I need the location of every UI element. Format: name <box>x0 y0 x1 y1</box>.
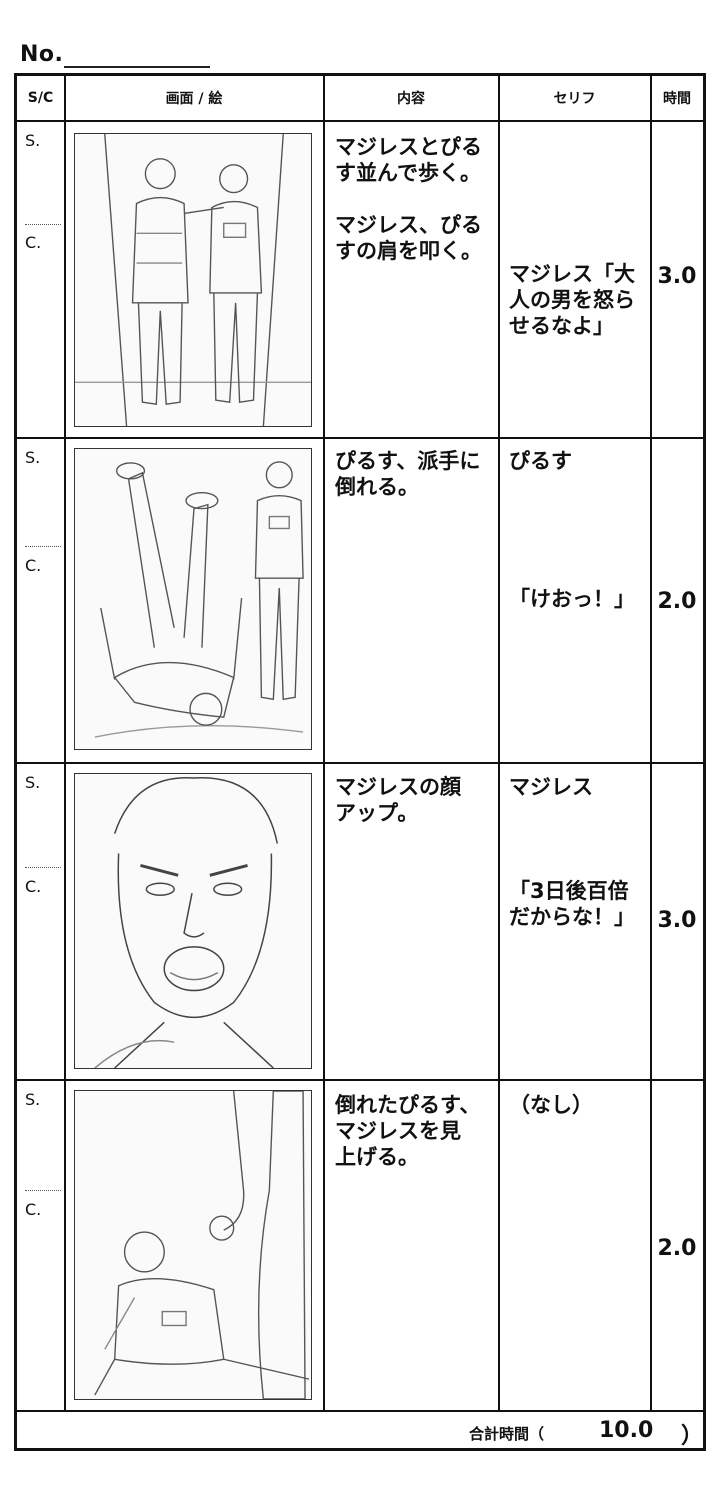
row-dialogue-speaker: ぴるす <box>509 449 572 473</box>
row-dialogue: 「けおっ！」 <box>509 587 635 611</box>
row-dialogue: マジレス「大 人の男を怒ら せるなよ」 <box>509 262 635 338</box>
scene-label: S. <box>25 1090 41 1109</box>
row-time: 2.0 <box>657 1236 697 1261</box>
row-divider <box>17 1079 703 1081</box>
cut-label: C. <box>25 233 42 252</box>
sc-cell: S. C. <box>17 763 65 1079</box>
row-divider <box>17 1410 703 1412</box>
panel-frame <box>74 1090 312 1400</box>
man-falling-sketch-icon <box>94 461 304 738</box>
row-time: 3.0 <box>657 264 697 289</box>
sc-divider <box>25 1190 61 1191</box>
total-time-close: ） <box>681 1424 704 1449</box>
column-divider <box>498 76 500 1410</box>
cut-label: C. <box>25 1200 42 1219</box>
row-divider <box>17 120 703 122</box>
sc-cell: S. C. <box>17 121 65 437</box>
sc-divider <box>25 867 61 868</box>
sheet-number-label: No. <box>20 42 64 67</box>
row-divider <box>17 437 703 439</box>
sc-divider <box>25 224 61 225</box>
panel-frame <box>74 448 312 750</box>
row-time: 2.0 <box>657 589 697 614</box>
header-sc: S/C <box>27 90 54 106</box>
header-time: 時間 <box>663 91 691 107</box>
panel-frame <box>74 133 312 427</box>
row-content: ぴるす、派手に 倒れる。 <box>335 449 481 499</box>
scene-label: S. <box>25 448 41 467</box>
column-divider <box>64 76 66 1410</box>
storyboard-table: S/C 画面 / 絵 内容 セリフ 時間 S. C. <box>14 73 706 1451</box>
man-looking-up-sketch-icon <box>94 1091 310 1399</box>
row-content: マジレスとぴる す並んで歩く。 マジレス、ぴる すの肩を叩く。 <box>335 135 482 263</box>
shouting-face-sketch-icon <box>94 777 279 1068</box>
total-time-label: 合計時間（ <box>469 1425 545 1443</box>
sc-cell: S. C. <box>17 1080 65 1410</box>
sheet-number-field[interactable] <box>64 66 210 68</box>
row-content: マジレスの顔 アップ。 <box>335 775 461 825</box>
cut-label: C. <box>25 556 42 575</box>
cut-label: C. <box>25 877 42 896</box>
scene-label: S. <box>25 773 41 792</box>
row-dialogue-speaker: マジレス <box>509 775 593 799</box>
column-divider <box>323 76 325 1410</box>
row-time: 3.0 <box>657 908 697 933</box>
column-divider <box>650 76 652 1410</box>
panel-frame <box>74 773 312 1069</box>
scene-label: S. <box>25 131 41 150</box>
two-men-walking-sketch-icon <box>75 134 311 426</box>
row-dialogue: （なし） <box>509 1093 593 1117</box>
row-dialogue: 「3日後百倍 だからな！」 <box>509 879 635 929</box>
header-picture: 画面 / 絵 <box>165 91 223 107</box>
header-content: 内容 <box>397 91 425 107</box>
row-content: 倒れたぴるす、 マジレスを見 上げる。 <box>335 1093 481 1169</box>
sc-cell: S. C. <box>17 438 65 762</box>
sc-divider <box>25 546 61 547</box>
header-dialogue: セリフ <box>553 91 596 107</box>
row-divider <box>17 762 703 764</box>
total-time-value: 10.0 <box>599 1418 654 1443</box>
